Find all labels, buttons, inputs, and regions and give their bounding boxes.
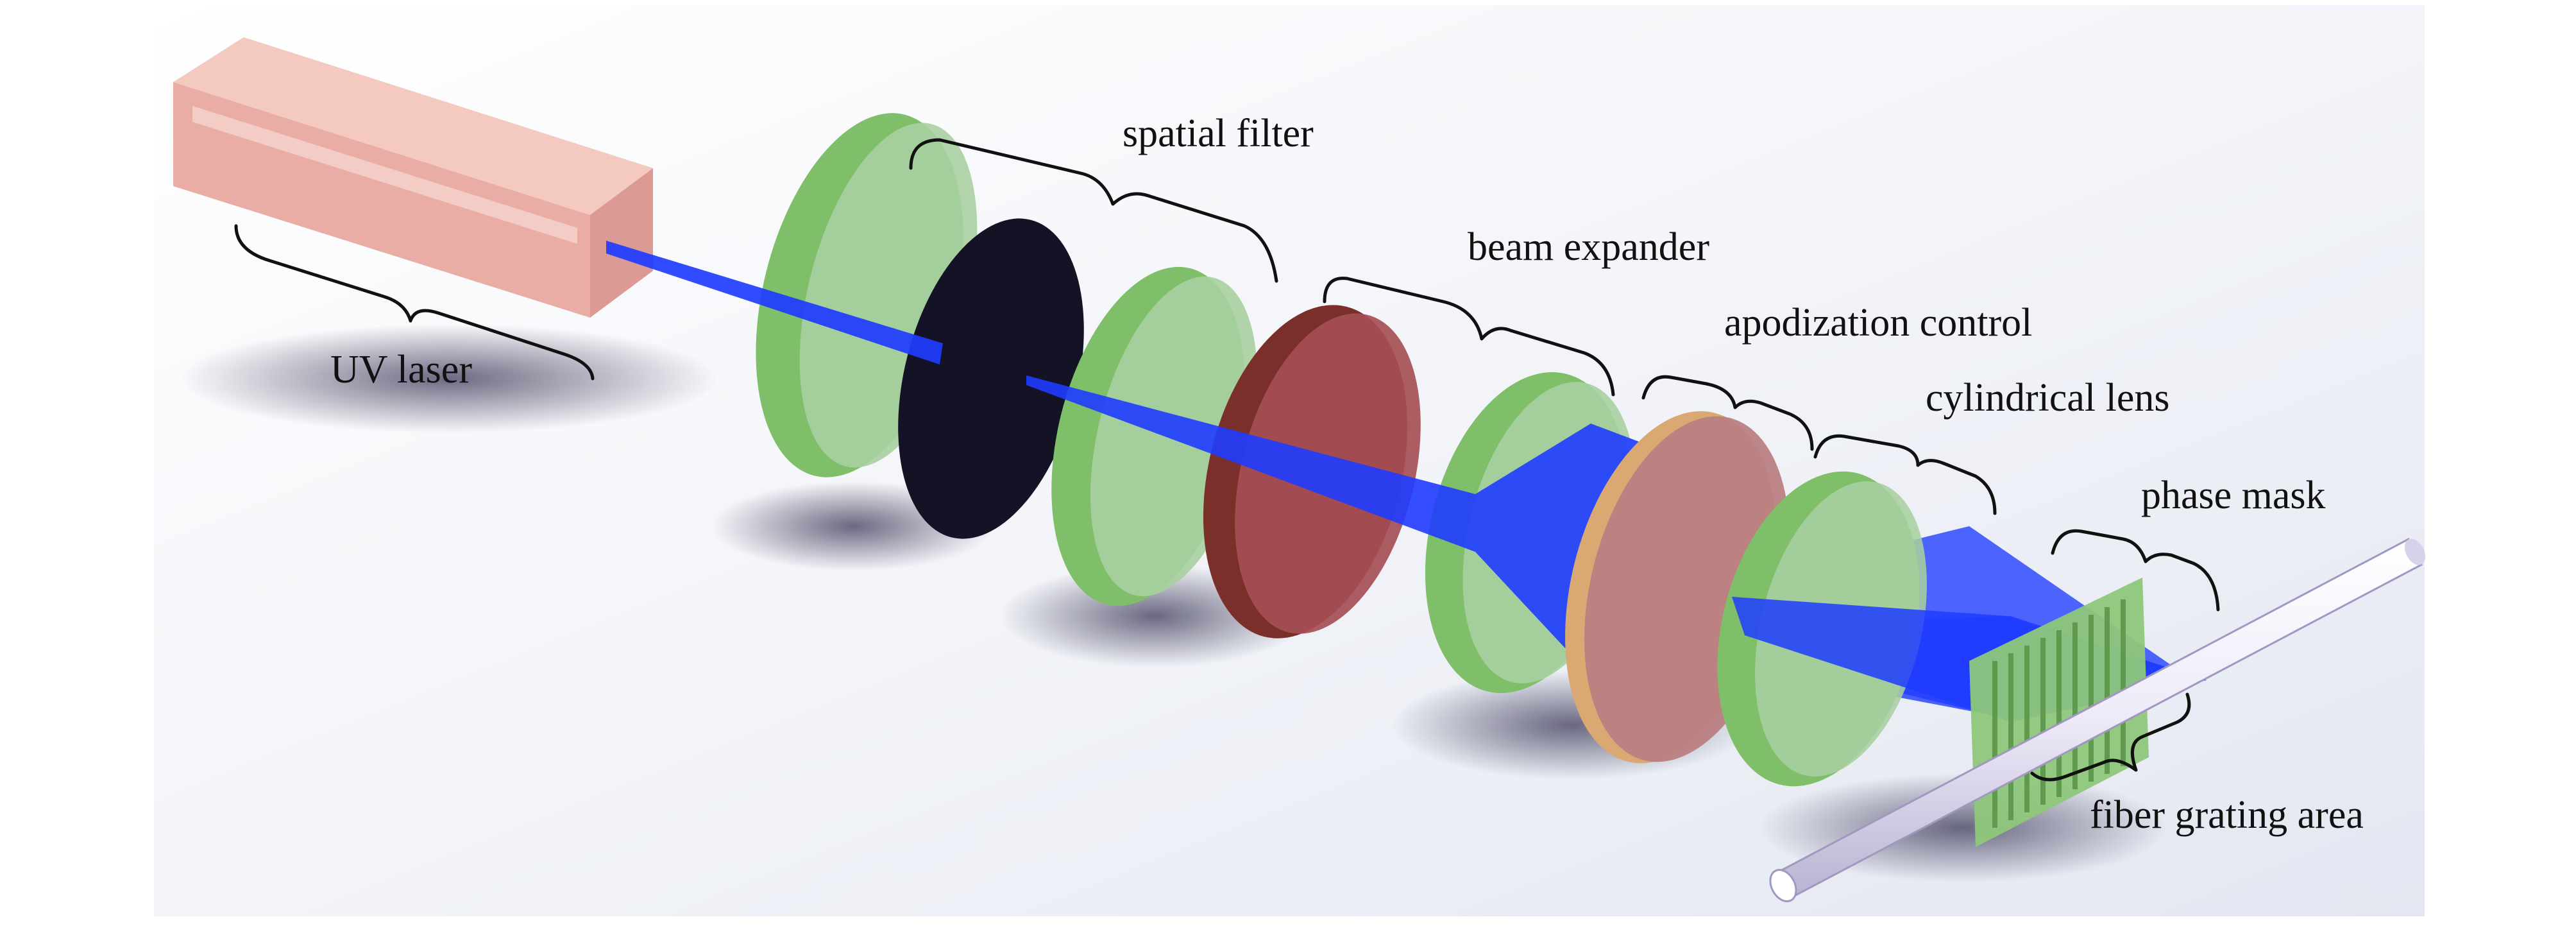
label-cylindrical-lens: cylindrical lens — [1926, 376, 2169, 420]
label-spatial-filter: spatial filter — [1123, 112, 1314, 155]
uv-laser-box — [173, 37, 653, 318]
optical-fiber — [1769, 537, 2426, 902]
brace-fiber-grating-area — [2030, 692, 2191, 782]
pinhole-disc — [898, 218, 1084, 539]
brace-apodization-control — [1641, 375, 1814, 451]
label-apodization-control: apodization control — [1724, 301, 2032, 345]
brace-uv-laser — [234, 224, 595, 381]
label-phase-mask: phase mask — [2141, 474, 2326, 517]
brace-phase-mask — [2051, 529, 2220, 612]
brace-spatial-filter — [909, 138, 1278, 283]
labels: UV laser spatial filter beam expander ap… — [330, 112, 2364, 837]
brace-beam-expander — [1323, 277, 1615, 397]
label-beam-expander: beam expander — [1468, 225, 1709, 269]
label-uv-laser: UV laser — [330, 348, 472, 391]
brace-cylindrical-lens — [1813, 434, 1997, 515]
braces — [234, 138, 2220, 782]
label-fiber-grating-area: fiber grating area — [2090, 793, 2364, 837]
